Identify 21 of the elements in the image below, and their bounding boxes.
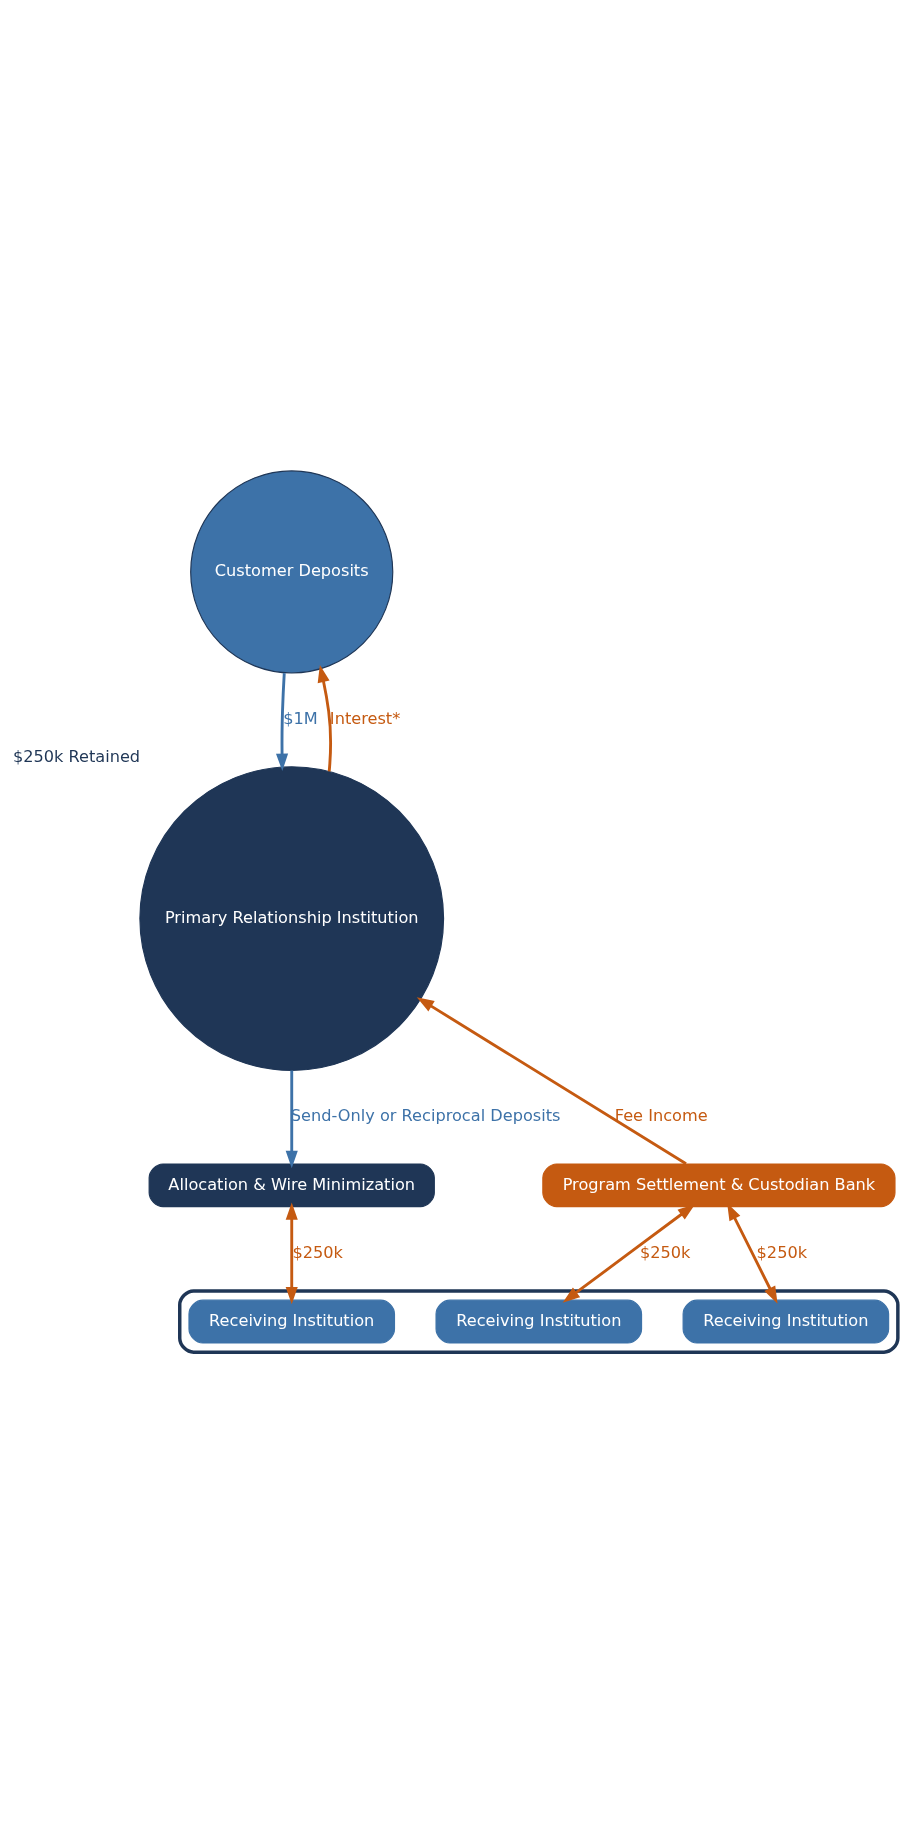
node-box: Allocation & Wire Minimization xyxy=(148,1163,435,1208)
arrow xyxy=(562,1204,696,1303)
arrow xyxy=(285,1202,298,1305)
edge-label: Interest* xyxy=(329,709,401,729)
edge-label: $250k xyxy=(292,1242,343,1262)
node-label: $250k Retained xyxy=(12,747,141,767)
node-circle: Primary Relationship Institution xyxy=(139,766,445,1072)
edge-label: Send-Only or Reciprocal Deposits xyxy=(290,1106,561,1126)
node-circle: Customer Deposits xyxy=(190,470,394,674)
node-box: Program Settlement & Custodian Bank xyxy=(542,1163,896,1208)
node-box: Receiving Institution xyxy=(682,1299,890,1344)
arrow xyxy=(276,673,289,772)
arrow xyxy=(416,997,687,1166)
edge-label: $250k xyxy=(639,1242,691,1262)
node-box: Receiving Institution xyxy=(188,1299,396,1344)
node-box: Receiving Institution xyxy=(435,1299,643,1344)
arrow xyxy=(317,664,333,772)
edge-label: $1M xyxy=(283,709,318,729)
edge-label: $250k xyxy=(756,1242,808,1262)
arrow xyxy=(285,1070,298,1169)
edge-label: Fee Income xyxy=(614,1106,708,1126)
